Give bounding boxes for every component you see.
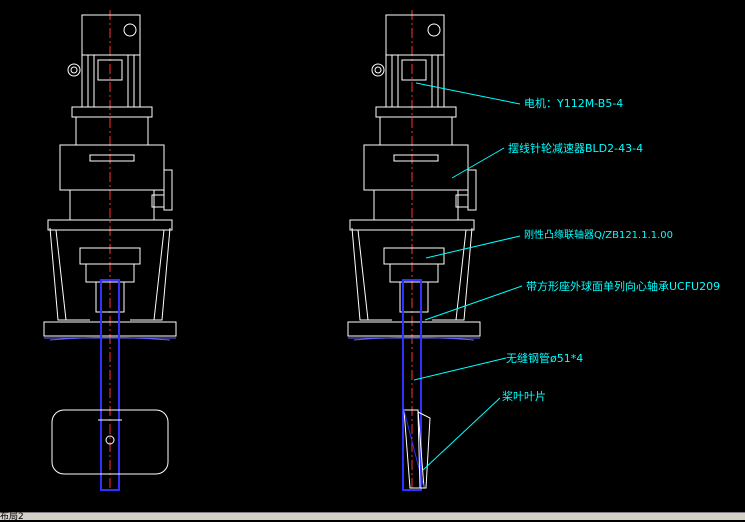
right-blade: [403, 409, 431, 489]
coupling-label: 刚性凸缘联轴器Q/ZB121.1.1.00: [524, 230, 674, 241]
right-motor: [371, 14, 457, 146]
right-reducer: [363, 144, 477, 221]
layout-tab[interactable]: 布局2: [0, 512, 24, 522]
left-view: [43, 10, 177, 491]
left-frame: [43, 219, 177, 341]
right-view: [347, 10, 481, 491]
right-frame: [347, 219, 481, 341]
layout-tab-bar: 布局2: [0, 512, 745, 522]
left-reducer: [59, 144, 173, 221]
left-shaft: [100, 279, 120, 491]
leader-lines: [413, 82, 523, 471]
left-paddle: [51, 409, 169, 475]
bearing-label: 带方形座外球面单列向心轴承UCFU209: [526, 280, 721, 293]
blade-label: 桨叶叶片: [502, 390, 546, 403]
right-shaft: [402, 279, 422, 491]
pipe-label: 无缝钢管ø51*4: [506, 352, 584, 365]
reducer-label: 摆线针轮减速器BLD2-43-4: [508, 142, 644, 155]
motor-label: 电机：Y112M-B5-4: [524, 97, 624, 110]
left-motor: [67, 14, 153, 146]
